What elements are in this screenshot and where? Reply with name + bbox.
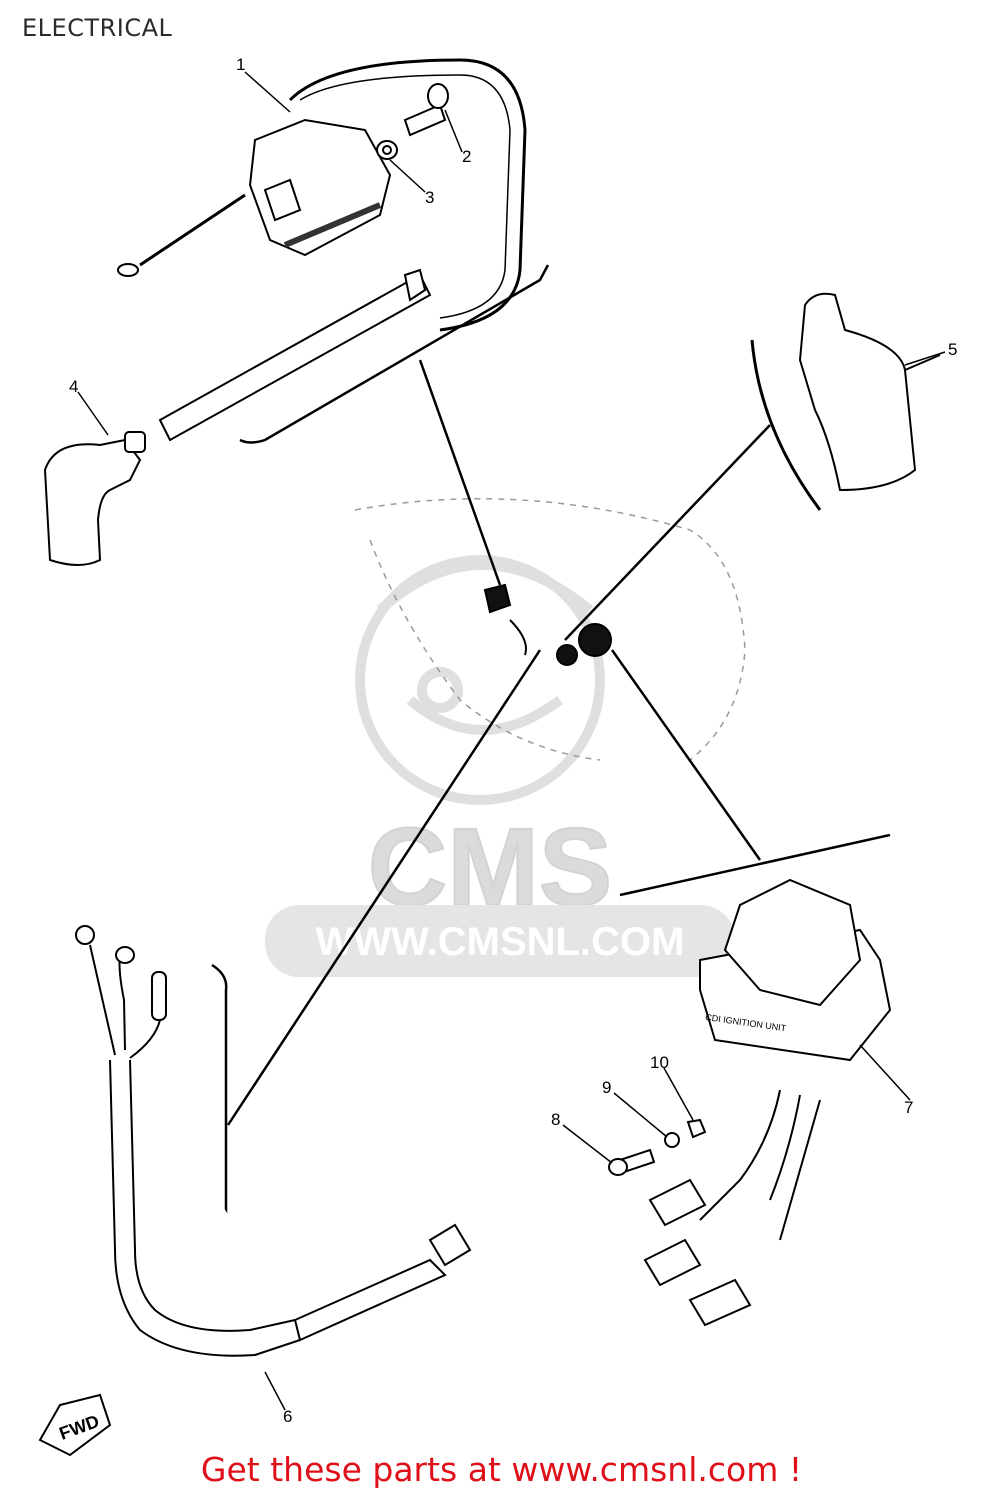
nut[interactable] [686,1118,707,1139]
watermark-url: WWW.CMSNL.COM [316,920,685,964]
callout-9[interactable]: 9 [602,1078,611,1097]
spring-washer[interactable] [664,1132,680,1148]
fwd-arrow-marker: FWD [38,1393,112,1457]
ignition-coil-cover[interactable] [798,292,941,492]
callout-5[interactable]: 5 [948,340,957,359]
bolt[interactable] [403,83,449,137]
callout-2[interactable]: 2 [462,147,471,166]
page-title: ELECTRICAL [22,14,173,42]
callout-4[interactable]: 4 [69,377,78,396]
watermark: CMS WWW.CMSNL.COM [265,555,735,977]
callout-8[interactable]: 8 [551,1110,560,1129]
coil-cover-bracket [750,339,822,511]
callout-labels: 1 2 3 4 5 6 7 8 9 10 [69,55,957,1426]
watermark-url-band [265,905,735,977]
callout-1[interactable]: 1 [236,55,245,74]
wire-harness[interactable] [75,925,472,1357]
cdi-unit[interactable]: CDI IGNITION UNIT [643,878,892,1327]
watermark-mascot [355,555,605,805]
get-parts-link[interactable]: Get these parts at www.cmsnl.com ! [200,1450,803,1489]
callout-10[interactable]: 10 [650,1053,669,1072]
spark-plug-cap[interactable] [43,431,146,566]
washer[interactable] [376,140,398,160]
callout-6[interactable]: 6 [283,1407,292,1426]
ignition-coil[interactable] [117,58,527,442]
callout-3[interactable]: 3 [425,188,434,207]
callout-leaders [77,71,946,1411]
center-connectors[interactable] [483,583,612,666]
frame-outline [354,498,746,761]
callout-7[interactable]: 7 [904,1098,913,1117]
screw[interactable] [608,1148,656,1176]
